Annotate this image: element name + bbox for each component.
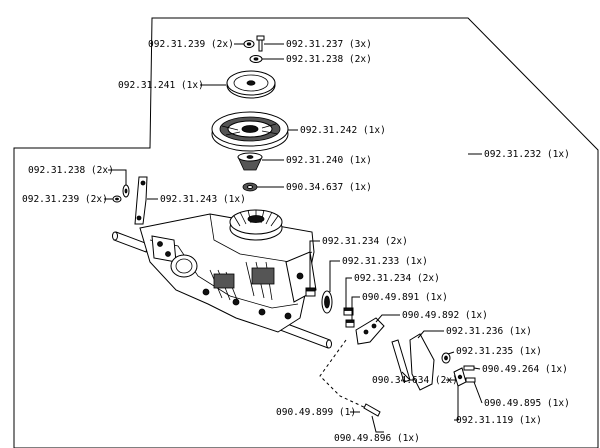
small-pulley-part bbox=[226, 70, 276, 99]
seal-part-234-a bbox=[305, 287, 316, 297]
label-washer-238-top: 092.31.238 (2x) bbox=[286, 54, 372, 65]
washer-part-left-239 bbox=[112, 195, 122, 203]
leader-lines bbox=[104, 43, 483, 433]
fan-pulley-part bbox=[211, 111, 289, 152]
transaxle-body bbox=[112, 209, 332, 349]
label-spring-634: 090.34.634 (2x) bbox=[372, 375, 458, 386]
label-washer-239-top: 092.31.239 (2x) bbox=[148, 39, 234, 50]
label-hub-240: 092.31.240 (1x) bbox=[286, 155, 372, 166]
washer-part-238 bbox=[249, 55, 263, 63]
label-washer-238-left: 092.31.238 (2x) bbox=[28, 165, 114, 176]
pin-path-dashed bbox=[319, 339, 367, 409]
label-pin-899: 090.49.899 (1) bbox=[276, 407, 356, 418]
plate-part-236 bbox=[409, 333, 435, 391]
seal-part-234-b bbox=[343, 307, 354, 316]
washer-part-left-238 bbox=[122, 184, 130, 198]
label-pin-895: 090.49.895 (1x) bbox=[484, 398, 570, 409]
label-pin-891: 090.49.891 (1x) bbox=[362, 292, 448, 303]
lever-part bbox=[134, 176, 148, 225]
washer-part-top bbox=[243, 40, 255, 48]
label-screw-264: 090.49.264 (1x) bbox=[482, 364, 568, 375]
label-nut-637: 090.34.637 (1x) bbox=[286, 182, 372, 193]
label-pin-896: 090.49.896 (1x) bbox=[334, 433, 420, 444]
label-plate-236: 092.31.236 (1x) bbox=[446, 326, 532, 337]
label-small-pulley-241: 092.31.241 (1x) bbox=[118, 80, 204, 91]
control-bracket-part bbox=[355, 317, 385, 345]
label-seal-234-b: 092.31.234 (2x) bbox=[354, 273, 440, 284]
label-assembly-232: 092.31.232 (1x) bbox=[484, 149, 570, 160]
hub-part bbox=[237, 152, 263, 171]
assembly-boundary bbox=[13, 17, 599, 448]
washer-part-235 bbox=[441, 352, 451, 364]
label-seal-234-a: 092.31.234 (2x) bbox=[322, 236, 408, 247]
pin-part-896 bbox=[363, 403, 381, 417]
label-fan-pulley-242: 092.31.242 (1x) bbox=[300, 125, 386, 136]
pin-part-891 bbox=[345, 319, 355, 328]
label-clip-119: 092.31.119 (1x) bbox=[456, 415, 542, 426]
label-pin-892: 090.49.892 (1x) bbox=[402, 310, 488, 321]
label-lever-243: 092.31.243 (1x) bbox=[160, 194, 246, 205]
label-washer-239-left: 092.31.239 (2x) bbox=[22, 194, 108, 205]
bolt-part bbox=[256, 35, 265, 52]
label-seal-233: 092.31.233 (1x) bbox=[342, 256, 428, 267]
screw-part-264 bbox=[463, 365, 475, 371]
nut-part bbox=[242, 182, 258, 192]
seal-part-233 bbox=[321, 290, 333, 314]
pin-part-895 bbox=[465, 377, 476, 383]
label-washer-235: 092.31.235 (1x) bbox=[456, 346, 542, 357]
label-bolt-237: 092.31.237 (3x) bbox=[286, 39, 372, 50]
